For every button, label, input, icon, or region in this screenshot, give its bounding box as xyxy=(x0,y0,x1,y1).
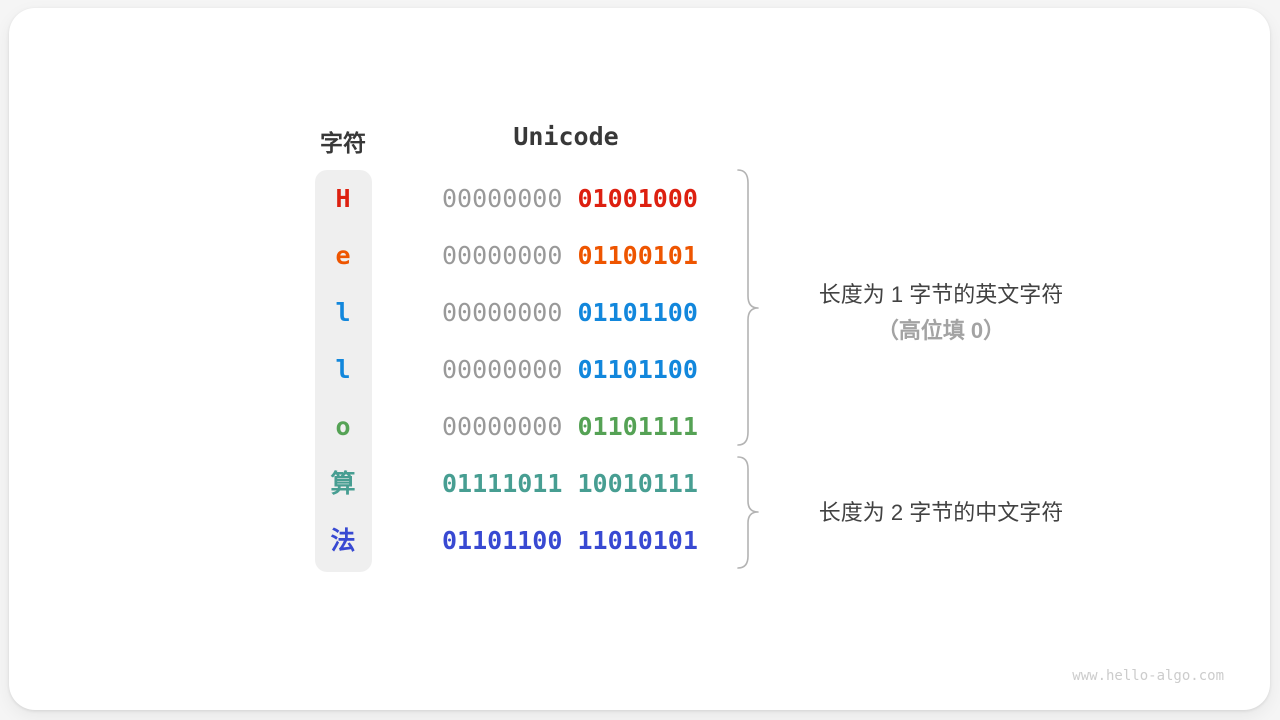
unicode-binary-cell: 00000000 01101100 xyxy=(442,354,842,386)
binary-low-byte: 11010101 xyxy=(577,526,698,555)
binary-high-byte: 00000000 xyxy=(442,241,563,270)
column-header-unicode: Unicode xyxy=(513,122,619,151)
binary-high-byte: 00000000 xyxy=(442,412,563,441)
character-cell: l xyxy=(335,298,351,327)
character-cell: o xyxy=(335,412,351,441)
unicode-binary-cell: 01101100 11010101 xyxy=(442,525,842,557)
character-cell: H xyxy=(335,184,351,213)
character-cell: 算 xyxy=(330,469,356,498)
binary-high-byte: 00000000 xyxy=(442,184,563,213)
encoding-row: l 00000000 01101100 xyxy=(9,297,1280,329)
watermark-url: www.hello-algo.com xyxy=(1072,668,1224,684)
column-header-character: 字符 xyxy=(320,130,366,156)
character-cell: 法 xyxy=(330,526,356,555)
binary-low-byte: 01101100 xyxy=(577,355,698,384)
annotation-chinese-line1: 长度为 2 字节的中文字符 xyxy=(818,500,1064,525)
encoding-row: e 00000000 01100101 xyxy=(9,240,1280,272)
binary-low-byte: 01001000 xyxy=(577,184,698,213)
encoding-row: 算 01111011 10010111 xyxy=(9,468,1280,500)
unicode-binary-cell: 00000000 01001000 xyxy=(442,183,842,215)
unicode-binary-cell: 00000000 01101111 xyxy=(442,411,842,443)
binary-high-byte: 00000000 xyxy=(442,355,563,384)
encoding-row: l 00000000 01101100 xyxy=(9,354,1280,386)
unicode-binary-cell: 00000000 01101100 xyxy=(442,297,842,329)
binary-high-byte: 01101100 xyxy=(442,526,563,555)
binary-low-byte: 01101111 xyxy=(577,412,698,441)
encoding-row: H 00000000 01001000 xyxy=(9,183,1280,215)
brace-english-group xyxy=(737,169,759,446)
binary-low-byte: 01101100 xyxy=(577,298,698,327)
diagram-card: 字符 Unicode H 00000000 01001000 e 0000000… xyxy=(9,8,1270,710)
unicode-binary-cell: 01111011 10010111 xyxy=(442,468,842,500)
encoding-row: o 00000000 01101111 xyxy=(9,411,1280,443)
binary-low-byte: 10010111 xyxy=(577,469,698,498)
annotation-english-line1: 长度为 1 字节的英文字符 xyxy=(818,282,1064,307)
annotation-english-line2: （高位填 0） xyxy=(876,318,1006,343)
brace-chinese-group xyxy=(737,456,759,569)
binary-high-byte: 00000000 xyxy=(442,298,563,327)
character-column-background xyxy=(315,170,372,572)
character-cell: l xyxy=(335,355,351,384)
encoding-row: 法 01101100 11010101 xyxy=(9,525,1280,557)
character-cell: e xyxy=(335,241,351,270)
binary-low-byte: 01100101 xyxy=(577,241,698,270)
unicode-binary-cell: 00000000 01100101 xyxy=(442,240,842,272)
binary-high-byte: 01111011 xyxy=(442,469,563,498)
